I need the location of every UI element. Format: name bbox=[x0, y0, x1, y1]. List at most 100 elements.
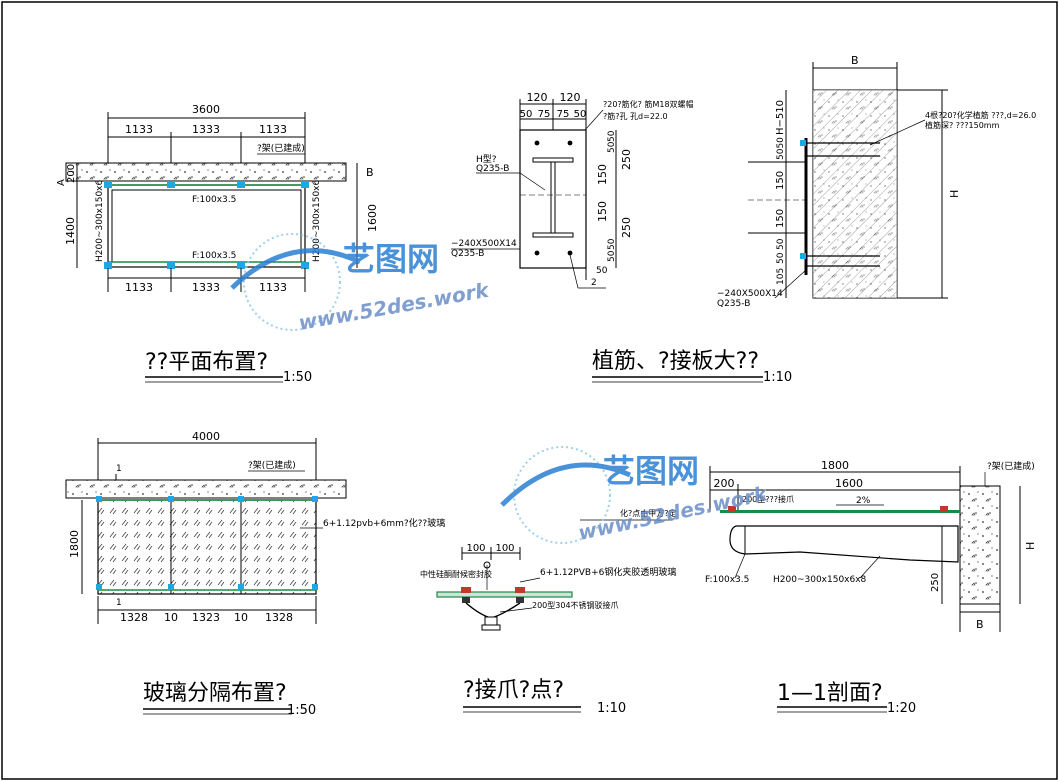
anchor-dim-r1: 50 bbox=[607, 130, 617, 142]
anchor-label-q1: Q235-B bbox=[476, 164, 509, 174]
claw-dim-2: 100 bbox=[495, 543, 514, 554]
anchor-plate-detail: 120 120 50 75 75 50 ?20?筋化? 筋M18双螺帽 ?筋?孔… bbox=[451, 91, 792, 385]
plan-dim-total: 3600 bbox=[192, 103, 220, 116]
section-dim-250: 250 bbox=[930, 573, 941, 592]
anchor-dim-r6: 250 bbox=[620, 217, 633, 238]
claw-note-top: 化?点由甲方?定 bbox=[620, 508, 677, 518]
glass-dim-total: 4000 bbox=[192, 430, 220, 443]
plan-label-beam-top: F:100x3.5 bbox=[192, 195, 236, 205]
glass-panels bbox=[97, 499, 317, 595]
anchor-label-q2: Q235-B bbox=[451, 249, 484, 259]
anchor-dim-sub-4: 50 bbox=[574, 109, 587, 120]
glass-dim-b2: 10 bbox=[164, 611, 178, 624]
glass-dim-b4: 10 bbox=[234, 611, 248, 624]
anchor-dim-r7: 50 bbox=[607, 238, 617, 250]
plan-label-beam-bottom: F:100x3.5 bbox=[192, 251, 236, 261]
claw-label-left: 中性硅酮耐候密封胶 bbox=[420, 569, 492, 579]
glass-mark-1: 1 bbox=[116, 464, 122, 474]
anchor-title: 植筋、?接板大?? bbox=[592, 349, 759, 374]
plan-dim-right-1: B bbox=[366, 166, 374, 179]
anchor-section-detail: B H−510 5050 150 150 50 50 105 4根?20?化学植… bbox=[717, 54, 1036, 309]
section-anchor-dim-4: 150 bbox=[775, 209, 786, 228]
section-label-wall: ?架(已建成) bbox=[987, 460, 1035, 472]
section-title: 1—1剖面? bbox=[777, 681, 883, 706]
section-anchor-label-plate: −240X500X14 bbox=[717, 289, 783, 299]
claw-label-glass: 6+1.12PVB+6钢化夹胶透明玻璃 bbox=[540, 566, 676, 578]
plan-dim-left-1: 200 bbox=[66, 164, 77, 183]
claw-label-claw: 200型304不锈钢驳接爪 bbox=[532, 600, 619, 610]
glass-label-glass: 6+1.12pvb+6mm?化??玻璃 bbox=[323, 517, 445, 529]
section-dim-total: 1800 bbox=[821, 459, 849, 472]
glass-layout-drawing: 4000 ?架(已建成) 1 6+1.12pvb+6mm?化??玻璃 1800 … bbox=[65, 430, 445, 718]
claw-dim-1: 100 bbox=[466, 543, 485, 554]
plan-title: ??平面布置? bbox=[145, 350, 268, 375]
glass-dim-b1: 1328 bbox=[120, 611, 148, 624]
section-anchor-dim-3: 150 bbox=[775, 171, 786, 190]
section-dim-b: 1600 bbox=[835, 477, 863, 490]
plan-label-col-left: H200~300x150x6 bbox=[95, 180, 105, 262]
section-anchor-dim-1: H−510 bbox=[775, 100, 786, 135]
anchor-label-plate: −240X500X14 bbox=[451, 239, 517, 249]
section-anchor-label-q: Q235-B bbox=[717, 299, 750, 309]
plan-dim-bottom-3: 1133 bbox=[259, 281, 287, 294]
glass-title: 玻璃分隔布置? bbox=[143, 681, 287, 706]
plan-dim-bottom-2: 1333 bbox=[192, 281, 220, 294]
anchor-dim-r2: 50 bbox=[607, 141, 617, 153]
section-anchor-dim-b: B bbox=[851, 54, 859, 67]
plan-label-wall: ?架(已建成) bbox=[257, 142, 305, 154]
anchor-note-bolt-2: ?筋?孔 孔d=22.0 bbox=[603, 111, 668, 121]
anchor-dim-sub-2: 75 bbox=[538, 109, 551, 120]
section-label-claw: 200型???接爪 bbox=[742, 494, 794, 504]
section-anchor-dim-6: 50 bbox=[776, 252, 786, 264]
section-anchor-dim-h: H bbox=[948, 190, 961, 198]
section-dim-bb: B bbox=[976, 618, 984, 631]
anchor-dim-bottom: 50 bbox=[596, 266, 608, 276]
plan-marker: A bbox=[56, 179, 67, 186]
glass-dim-b5: 1328 bbox=[265, 611, 293, 624]
plan-scale: 1:50 bbox=[283, 370, 312, 385]
anchor-mark: 2 bbox=[591, 278, 597, 288]
anchor-dim-r8: 50 bbox=[607, 250, 617, 262]
section-1-1-drawing: 1800 200 1600 200型???接爪 2% ?架(已建成) F:100… bbox=[705, 459, 1037, 716]
claw-scale: 1:10 bbox=[597, 701, 626, 716]
glass-label-wall: ?架(已建成) bbox=[248, 459, 296, 471]
section-glass-line bbox=[720, 510, 960, 513]
section-scale: 1:20 bbox=[887, 701, 916, 716]
plan-dim-top-3: 1133 bbox=[259, 123, 287, 136]
claw-point-detail: 化?点由甲方?定 100 100 中性硅酮耐候密封胶 6+1.12PVB+6钢化… bbox=[420, 508, 677, 716]
claw-fitting bbox=[461, 587, 525, 631]
anchor-dim-sub-3: 75 bbox=[557, 109, 570, 120]
claw-title: ?接爪?点? bbox=[463, 678, 564, 703]
section-label-f: F:100x3.5 bbox=[705, 575, 749, 585]
section-anchor-dim-7: 105 bbox=[776, 268, 786, 285]
section-dim-h: H bbox=[1024, 542, 1037, 550]
section-label-h: H200~300x150x6x8 bbox=[773, 575, 867, 585]
glass-wall-band bbox=[65, 479, 347, 499]
claw-glass-pane bbox=[436, 591, 573, 598]
plan-dim-left-2: 1400 bbox=[64, 217, 77, 245]
glass-mark-2: 1 bbox=[116, 598, 122, 608]
watermark-2-brand: 艺图网 bbox=[603, 452, 699, 490]
glass-dim-left: 1800 bbox=[68, 530, 81, 558]
watermark-1-brand: 艺图网 bbox=[343, 240, 439, 278]
anchor-dim-top-2: 120 bbox=[560, 91, 581, 104]
anchor-dim-r4: 150 bbox=[596, 164, 609, 185]
plan-dim-top-2: 1333 bbox=[192, 123, 220, 136]
plan-dim-bottom-1: 1133 bbox=[125, 281, 153, 294]
section-anchor-note-2: 植筋深? ???150mm bbox=[925, 120, 1000, 130]
section-anchor-note-1: 4根?20?化学植筋 ???,d=26.0 bbox=[925, 110, 1036, 120]
section-slope: 2% bbox=[856, 496, 871, 506]
plan-layout-drawing: 3600 1133 1333 1133 ?架(已建成) F:100x3.5 F:… bbox=[56, 103, 379, 385]
anchor-dim-r5: 150 bbox=[596, 201, 609, 222]
anchor-dim-top-1: 120 bbox=[527, 91, 548, 104]
anchor-scale: 1:10 bbox=[763, 370, 792, 385]
anchor-note-bolt-1: ?20?筋化? 筋M18双螺帽 bbox=[603, 99, 694, 109]
section-dim-a: 200 bbox=[714, 477, 735, 490]
plan-dim-right-2: 1600 bbox=[366, 204, 379, 232]
section-anchor-dim-2: 5050 bbox=[776, 137, 786, 160]
anchor-dim-r3: 250 bbox=[620, 149, 633, 170]
plan-dim-top-1: 1133 bbox=[125, 123, 153, 136]
plan-wall-band bbox=[65, 162, 347, 182]
anchor-label-h: H型? bbox=[476, 154, 497, 165]
